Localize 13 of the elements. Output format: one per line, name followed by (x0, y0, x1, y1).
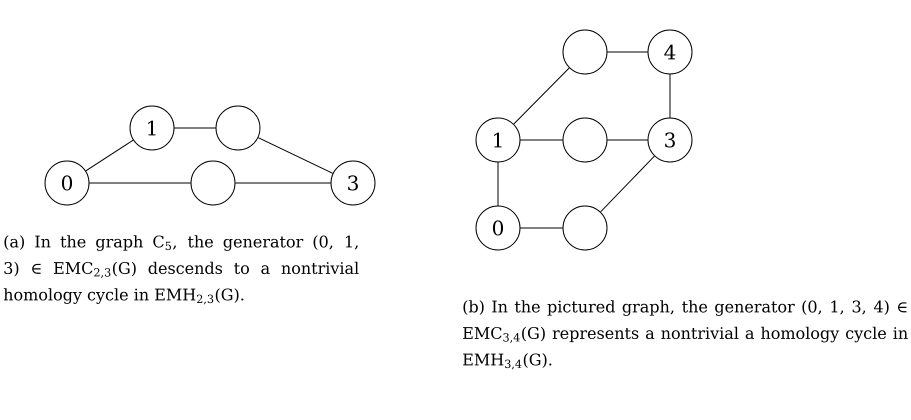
caption-text: (b) In the pictured graph, the generator (0, 1, 3, 4) ∈ EMC$_{3,4}$(G) represents a nontrivial a homology cycle in EMH$_{3,4}$(G). (463, 300, 908, 370)
edge-line (85, 140, 134, 172)
empty-vertex-circle (562, 30, 608, 74)
empty-vertex-circle (216, 106, 260, 150)
caption-text: (a) In the graph C$_{5}$, the generator (0, 1, 3) ∈ EMC$_{2,3}$(G) descends to a nontrivial homology cycle in EMH$_{2,3}$(G). (4, 235, 359, 304)
edge-line (600, 156, 655, 212)
empty-vertex-circle (562, 206, 608, 250)
edge-line (235, 182, 331, 184)
edge-line (513, 68, 570, 124)
empty-vertex-circle (190, 160, 236, 206)
empty-vertex-circle (562, 118, 608, 162)
edge-line (89, 182, 191, 184)
edge-line (258, 137, 334, 174)
